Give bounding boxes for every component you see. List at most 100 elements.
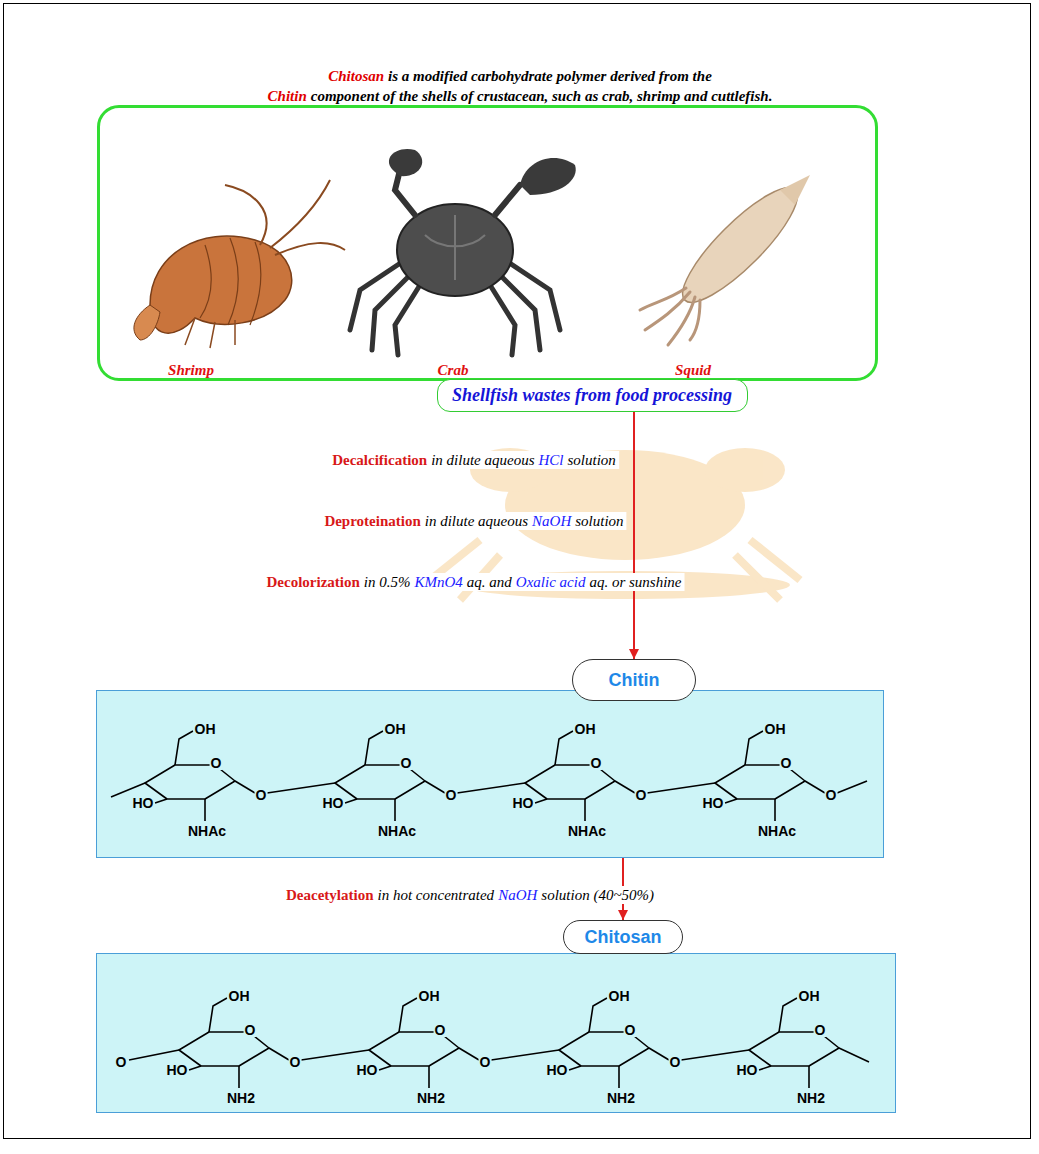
bond <box>345 799 357 803</box>
label-text: NaOH <box>532 513 571 529</box>
bond <box>618 1066 620 1088</box>
atom-label: NHAc <box>567 824 607 838</box>
label-text: KMnO4 <box>414 574 462 590</box>
squid-drawing <box>640 174 811 345</box>
bond <box>457 783 525 793</box>
label-text: Oxalic acid <box>516 574 586 590</box>
atom-label: OH <box>608 989 631 1003</box>
label-text: in dilute aqueous <box>431 452 534 468</box>
label-text: Chitosan <box>328 68 384 84</box>
bond <box>129 1050 179 1060</box>
animal-label: Crab <box>438 362 469 379</box>
bond <box>649 1048 669 1060</box>
text-line: Chitosan is a modified carbohydrate poly… <box>325 67 715 85</box>
node-text: Shellfish wastes from food processing <box>452 385 732 406</box>
bond <box>535 799 547 803</box>
atom-label: HO <box>356 1063 379 1077</box>
label-text: is a modified carbohydrate polymer deriv… <box>388 68 712 84</box>
node-text: Chitosan <box>584 927 661 948</box>
atom-label: OH <box>574 722 597 736</box>
bond <box>559 1032 649 1066</box>
bond <box>745 731 763 765</box>
bond <box>525 765 615 799</box>
text-line: Deproteination in dilute aqueous NaOH so… <box>321 512 626 530</box>
label-text: in dilute aqueous <box>425 513 528 529</box>
label-text: Decolorization <box>267 574 360 590</box>
bond <box>808 1066 810 1088</box>
atom-label: NHAc <box>757 824 797 838</box>
crab-drawing <box>350 149 576 355</box>
atom-label: O <box>400 756 413 770</box>
atom-label: O <box>635 788 648 802</box>
atom-label: NHAc <box>377 824 417 838</box>
atom-label: O <box>244 1023 257 1037</box>
atom-label: HO <box>132 796 155 810</box>
animal-label: Shrimp <box>168 362 214 379</box>
atom-label: OH <box>418 989 441 1003</box>
flow-arrow <box>633 412 635 659</box>
bond <box>837 781 867 793</box>
bond <box>774 799 776 821</box>
label-text: Chitin <box>268 88 307 104</box>
node-text: Chitin <box>609 670 660 691</box>
text-line: Decalcification in dilute aqueous HCl so… <box>329 451 619 469</box>
bond <box>715 765 805 799</box>
bond <box>584 799 586 821</box>
atom-label: NHAc <box>187 824 227 838</box>
bond <box>749 1032 839 1066</box>
atom-label: NH2 <box>416 1091 446 1105</box>
atom-label: HO <box>166 1063 189 1077</box>
label-text: aq. and <box>467 574 512 590</box>
atom-label: O <box>479 1055 492 1069</box>
atom-label: OH <box>384 722 407 736</box>
atom-label: O <box>210 756 223 770</box>
bond <box>111 783 145 797</box>
text-line: Chitin component of the shells of crusta… <box>265 87 776 105</box>
bond <box>647 783 715 793</box>
bond <box>238 1066 240 1088</box>
bond <box>155 799 167 803</box>
bond <box>269 1048 289 1060</box>
label-text: solution <box>575 513 623 529</box>
atom-label: OH <box>764 722 787 736</box>
label-text: in 0.5% <box>364 574 411 590</box>
bond <box>428 1066 430 1088</box>
bond-lines <box>97 954 897 1114</box>
atom-label: HO <box>512 796 535 810</box>
atom-label: O <box>255 788 268 802</box>
atom-label: HO <box>736 1063 759 1077</box>
bond <box>365 731 383 765</box>
atom-label: O <box>445 788 458 802</box>
bond <box>839 1048 869 1062</box>
bond <box>189 1066 201 1070</box>
bond <box>204 799 206 821</box>
bond <box>301 1050 369 1060</box>
image-panel: ShrimpCrabSquid <box>97 105 878 381</box>
label-text: Deacetylation <box>286 887 373 903</box>
bond <box>555 731 573 765</box>
label-text: solution <box>567 452 615 468</box>
atom-label: NH2 <box>226 1091 256 1105</box>
atom-label: O <box>814 1023 827 1037</box>
bond <box>805 781 825 793</box>
label-text: Deproteination <box>324 513 420 529</box>
label-text: NaOH <box>498 887 537 903</box>
atom-label: O <box>669 1055 682 1069</box>
atom-label: NH2 <box>796 1091 826 1105</box>
atom-label: HO <box>322 796 345 810</box>
bond <box>759 1066 771 1070</box>
label-text: solution (40~50%) <box>541 887 654 903</box>
atom-label: O <box>624 1023 637 1037</box>
bond <box>175 731 193 765</box>
bond <box>459 1048 479 1060</box>
atom-label: NH2 <box>606 1091 636 1105</box>
atom-label: O <box>590 756 603 770</box>
atom-label: O <box>289 1055 302 1069</box>
bond <box>369 1032 459 1066</box>
atom-label: O <box>825 788 838 802</box>
text-line: Deacetylation in hot concentrated NaOH s… <box>283 886 657 904</box>
product-pill: Chitosan <box>563 920 683 954</box>
bond <box>399 998 417 1032</box>
bond <box>145 765 235 799</box>
